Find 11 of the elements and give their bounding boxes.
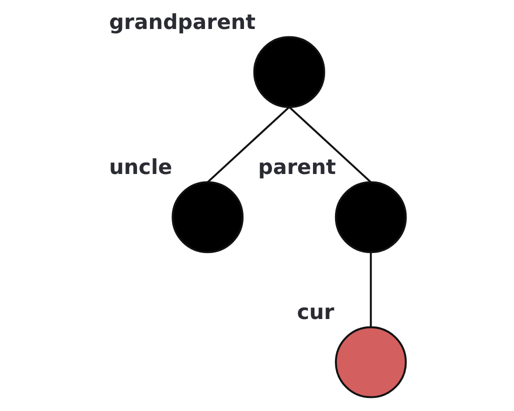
connector [288, 106, 371, 183]
node-label: uncle [108, 155, 172, 180]
node-circle [252, 36, 325, 108]
connector [206, 106, 290, 183]
node-circle [334, 181, 406, 254]
node-circle [334, 326, 406, 398]
node-circle [171, 181, 244, 254]
node-label: grandparent [108, 10, 256, 34]
node-label: parent [258, 155, 336, 180]
connector [369, 252, 372, 328]
node-label: cur [296, 300, 334, 324]
